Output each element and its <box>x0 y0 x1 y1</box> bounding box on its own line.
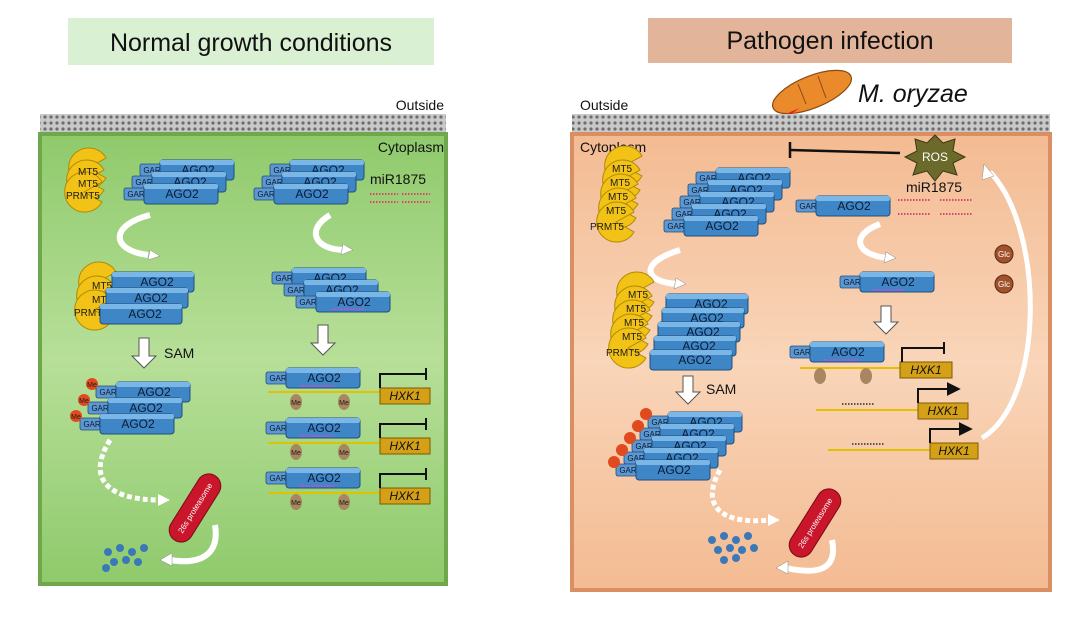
right-curved-arrow-2 <box>647 247 681 287</box>
left-degraded-peptides <box>102 544 148 572</box>
right-hxk1-row-1: HXK1 <box>789 341 953 384</box>
svg-text:Me: Me <box>339 450 349 457</box>
svg-text:MT5: MT5 <box>606 206 626 217</box>
right-mirna-label: miR1875 <box>906 179 962 195</box>
right-hxk1-row-3: HXK1 <box>828 422 979 460</box>
svg-text:MT5: MT5 <box>628 290 648 301</box>
svg-text:MT5: MT5 <box>610 178 630 189</box>
svg-text:MT5: MT5 <box>612 164 632 175</box>
right-hxk1-row-2: HXK1 <box>816 382 969 420</box>
svg-text:PRMT5: PRMT5 <box>606 348 640 359</box>
left-prmt5-ago2-complex: MT5 MT5 PRMT5 <box>74 261 195 331</box>
left-cell <box>38 132 448 586</box>
right-down-arrow-2 <box>872 305 900 335</box>
svg-text:PRMT5: PRMT5 <box>590 222 624 233</box>
svg-text:PRMT5: PRMT5 <box>66 191 100 202</box>
svg-text:Me: Me <box>291 500 301 507</box>
left-down-arrow-sam <box>130 337 158 369</box>
svg-text:MT5: MT5 <box>92 295 112 306</box>
left-hxk1-row-2: Me Me HXK1 <box>265 417 431 460</box>
right-sam-label: SAM <box>706 381 736 397</box>
svg-text:HXK1: HXK1 <box>927 404 958 418</box>
ros-inhibit-line <box>789 148 901 155</box>
right-membrane <box>572 114 1050 134</box>
svg-text:Glc: Glc <box>998 280 1010 289</box>
left-membrane <box>40 114 446 134</box>
svg-text:HXK1: HXK1 <box>910 363 941 377</box>
right-outside-label: Outside <box>580 97 628 113</box>
left-prmt5-stack: MT5 MT5 PRMT5 <box>64 147 107 213</box>
svg-text:MT5: MT5 <box>78 179 98 190</box>
left-outside-label: Outside <box>396 97 444 113</box>
svg-text:MT5: MT5 <box>626 304 646 315</box>
svg-text:HXK1: HXK1 <box>389 489 420 503</box>
svg-text:MT5: MT5 <box>622 332 642 343</box>
svg-text:MT5: MT5 <box>608 192 628 203</box>
right-methylated-ago2 <box>608 408 743 481</box>
left-curved-arrow-1 <box>116 212 151 258</box>
svg-text:MT5: MT5 <box>92 281 112 292</box>
svg-text:MT5: MT5 <box>624 318 644 329</box>
left-curved-arrow-2 <box>312 212 346 253</box>
svg-text:Me: Me <box>291 400 301 407</box>
svg-text:HXK1: HXK1 <box>389 439 420 453</box>
left-ago2-mirna-loaded <box>271 267 391 313</box>
svg-text:HXK1: HXK1 <box>938 444 969 458</box>
right-degraded-peptides <box>708 532 758 564</box>
right-curved-arrow-1 <box>857 221 889 261</box>
svg-text:Glc: Glc <box>998 250 1010 259</box>
right-title-box <box>648 18 1012 63</box>
left-sam-label: SAM <box>164 345 194 361</box>
left-ago2-stack-free <box>253 159 365 205</box>
left-hxk1-row-1: Me Me HXK1 <box>265 367 431 410</box>
svg-text:PRMT5: PRMT5 <box>74 308 108 319</box>
svg-text:ROS: ROS <box>922 150 948 164</box>
right-degrade-arrow <box>785 539 837 574</box>
left-mirna-label: miR1875 <box>370 171 426 187</box>
pathogen-spore <box>752 69 853 150</box>
right-prmt5-stack: MT5 MT5 MT5 MT5 PRMT5 <box>590 145 643 243</box>
left-methylated-ago2: Me Me Me <box>70 378 191 435</box>
pathogen-label: M. oryzae <box>858 80 968 108</box>
right-dashed-arrow <box>709 468 771 524</box>
svg-text:Me: Me <box>79 398 89 405</box>
left-dashed-arrow <box>97 438 161 503</box>
right-mirna-strands <box>898 199 972 215</box>
right-ago2-mirna-loaded <box>839 271 935 293</box>
svg-text:Me: Me <box>339 500 349 507</box>
ros-burst: ROS <box>903 134 967 182</box>
svg-text:HXK1: HXK1 <box>389 389 420 403</box>
svg-text:Me: Me <box>87 382 97 389</box>
left-ago2-stack-top <box>123 159 235 205</box>
svg-text:Me: Me <box>71 414 81 421</box>
left-degrade-arrow <box>169 524 219 565</box>
left-cytoplasm-label: Cytoplasm <box>378 139 444 155</box>
left-hxk1-row-3: Me Me HXK1 <box>265 467 431 510</box>
right-prmt5-ago2-complex: MT5 MT5 MT5 MT5 PRMT5 <box>606 271 749 371</box>
svg-text:Me: Me <box>339 400 349 407</box>
left-title-box <box>68 18 434 65</box>
svg-text:MT5: MT5 <box>78 167 98 178</box>
left-title: Normal growth conditions <box>110 29 392 57</box>
right-title: Pathogen infection <box>726 27 933 55</box>
left-down-arrow-2 <box>309 324 337 356</box>
glucose-molecules: Glc Glc <box>994 244 1014 294</box>
hxk1-to-ros-arrow <box>980 170 1033 441</box>
right-down-arrow-sam <box>674 375 702 405</box>
svg-text:Me: Me <box>291 450 301 457</box>
